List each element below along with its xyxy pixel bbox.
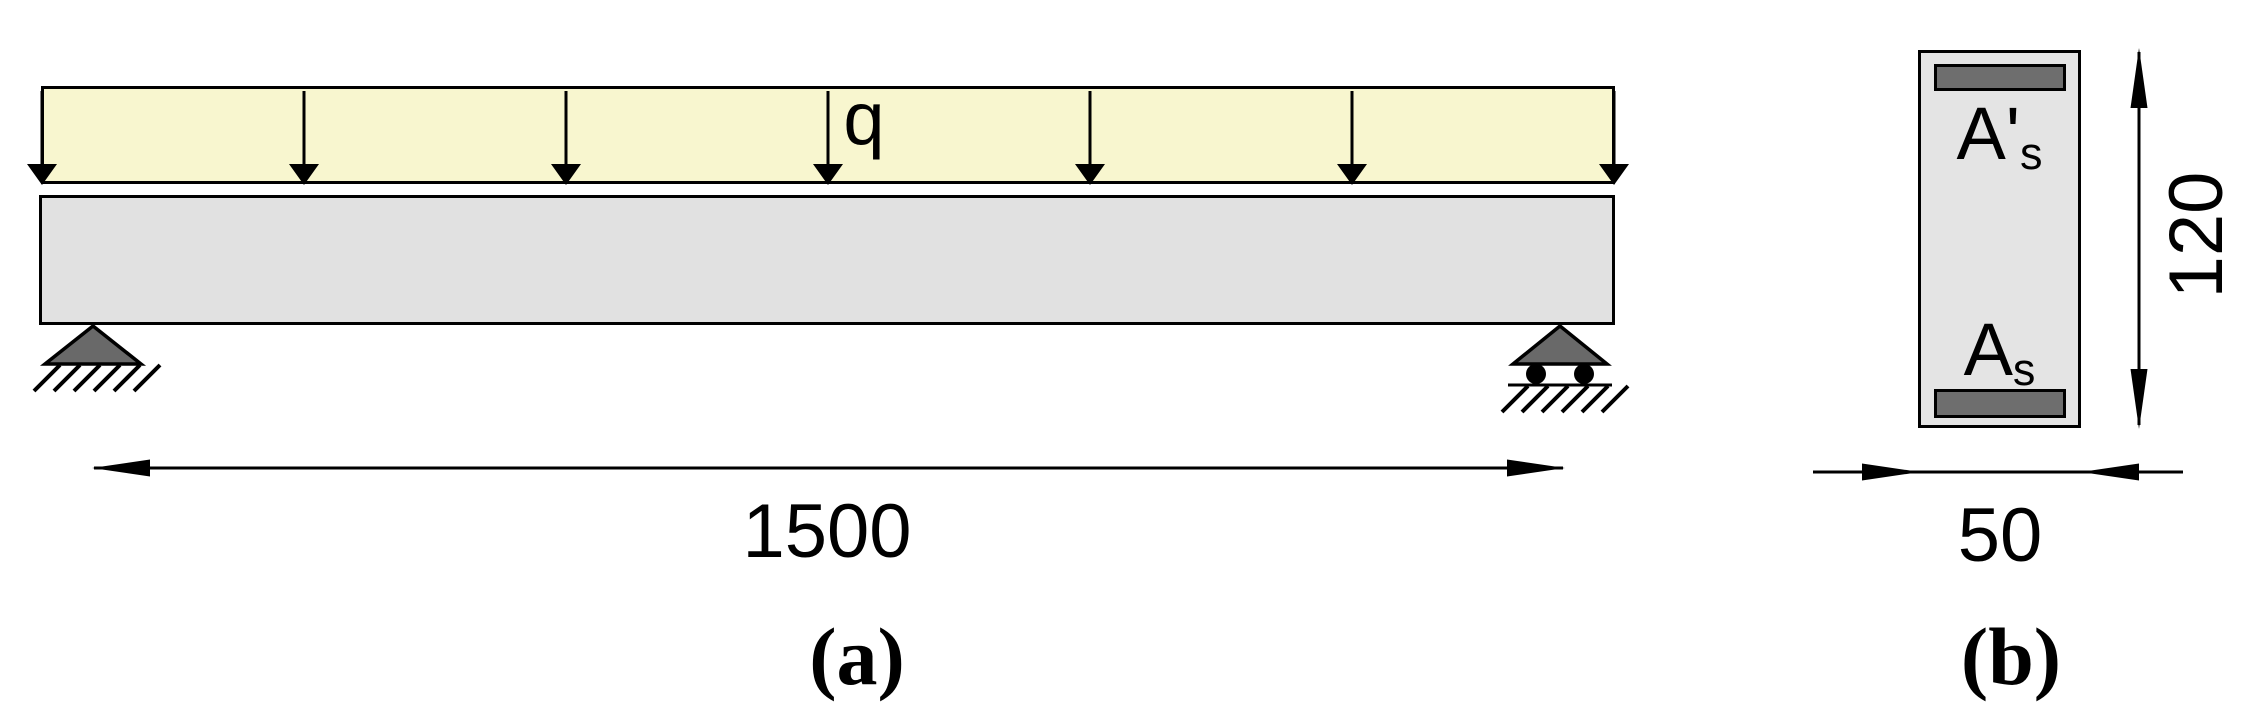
caption-paren: )	[877, 611, 905, 702]
height-dimension	[2130, 48, 2148, 429]
span-dimension-value: 1500	[742, 489, 912, 574]
subscript: s	[2020, 128, 2043, 179]
dimension-arrow-up	[2130, 48, 2148, 108]
reinforcement-symbol: A	[1963, 308, 2013, 391]
top-reinforcement-label: A's	[1918, 97, 2081, 179]
pin-support	[32, 323, 162, 393]
subscript: s	[2012, 344, 2036, 395]
dimension-arrow-right	[1507, 459, 1565, 477]
roller-support	[1500, 323, 1630, 414]
pin-support-triangle	[39, 323, 147, 366]
dimension-arrow-inward-left	[2081, 463, 2139, 481]
dimension-arrow-left	[92, 459, 150, 477]
bottom-reinforcement-label: As	[1918, 313, 2081, 395]
caption-paren: (	[809, 611, 837, 702]
caption-letter: a	[836, 611, 878, 702]
caption-paren: (	[1960, 611, 1989, 702]
width-dimension-value: 50	[1957, 493, 2043, 578]
beam	[39, 195, 1615, 325]
span-dimension	[92, 459, 1565, 477]
caption-paren: )	[2033, 611, 2062, 702]
dimension-arrow-inward-right	[1862, 463, 1920, 481]
reinforcement-symbol: A'	[1956, 92, 2021, 175]
roller-support-hatching	[1500, 384, 1630, 414]
caption-letter: b	[1988, 611, 2034, 702]
dimension-arrow-down	[2130, 369, 2148, 429]
pin-support-hatching	[32, 363, 162, 393]
top-rebar	[1934, 64, 2066, 91]
roller-wheel	[1574, 364, 1594, 384]
load-label: q	[843, 77, 885, 160]
width-dimension	[1813, 463, 2183, 481]
roller-wheel	[1526, 364, 1546, 384]
panel-a-caption: (a)	[707, 616, 1007, 698]
roller-support-triangle	[1508, 323, 1612, 366]
height-dimension-value: 120	[2154, 171, 2239, 299]
panel-b-caption: (b)	[1861, 616, 2161, 698]
bottom-rebar	[1934, 389, 2066, 418]
cross-section	[1918, 50, 2081, 428]
